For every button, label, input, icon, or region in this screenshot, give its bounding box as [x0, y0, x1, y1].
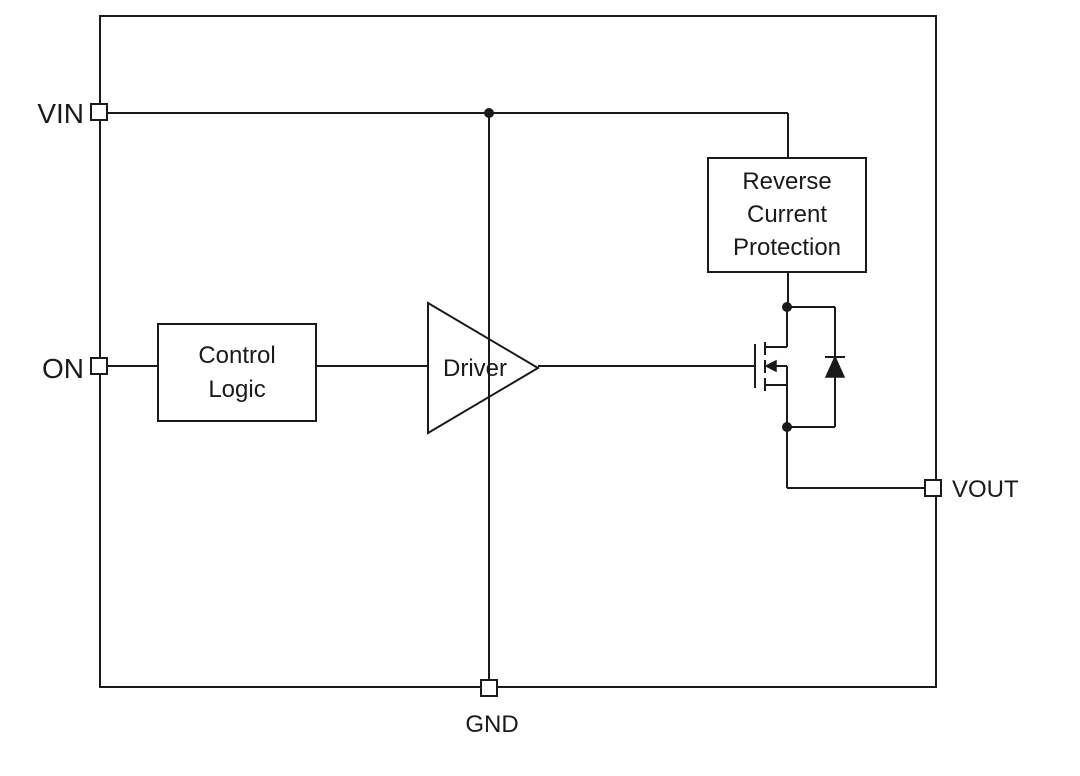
- gnd-label: GND: [465, 711, 518, 738]
- vout-pin[interactable]: [924, 479, 942, 497]
- package-outline: [99, 15, 937, 688]
- reverse-current-protection-block: [707, 157, 867, 273]
- mosfet-symbol: [754, 307, 788, 427]
- control-logic-label-line2: Logic: [208, 376, 265, 403]
- rcp-label-line1: Reverse: [742, 168, 831, 195]
- diode-triangle: [824, 355, 846, 378]
- driver-label: Driver: [443, 355, 507, 382]
- driver-triangle: [427, 301, 540, 435]
- mosfet-arrow: [764, 359, 777, 373]
- rcp-label-line3: Protection: [733, 234, 841, 261]
- gnd-pin[interactable]: [480, 679, 498, 697]
- body-diode-symbol: [824, 355, 846, 378]
- rcp-label-line2: Current: [747, 201, 827, 228]
- on-pin[interactable]: [90, 357, 108, 375]
- control-logic-label-line1: Control: [198, 342, 275, 369]
- vin-label: VIN: [37, 98, 84, 129]
- vout-label: VOUT: [952, 476, 1019, 503]
- on-label: ON: [42, 353, 84, 384]
- control-logic-block: [157, 323, 317, 422]
- vin-pin[interactable]: [90, 103, 108, 121]
